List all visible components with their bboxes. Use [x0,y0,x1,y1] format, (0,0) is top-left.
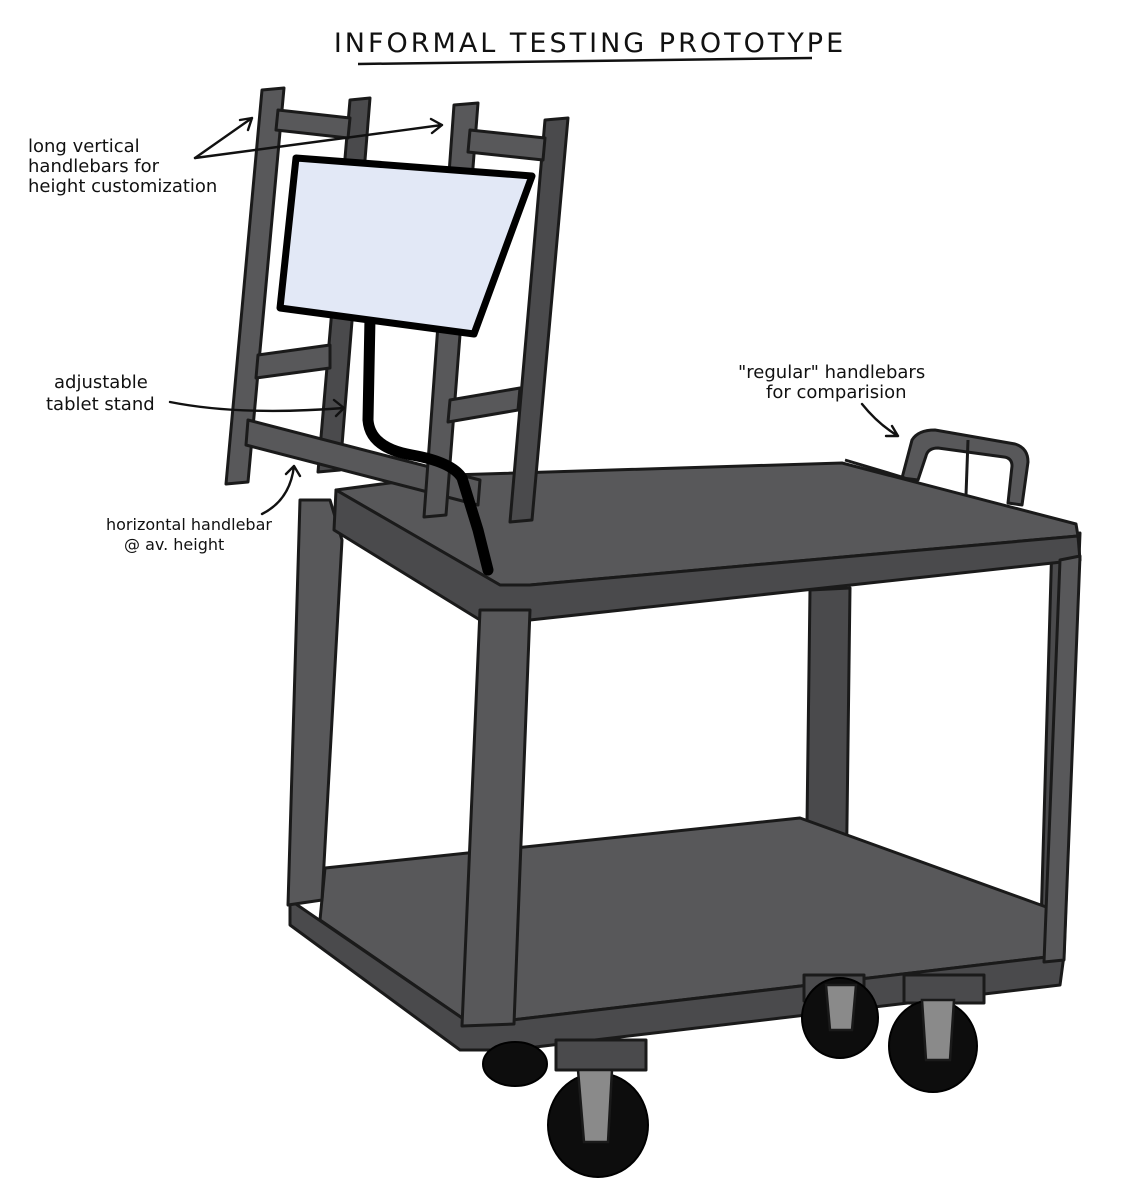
annotation-line: for comparision [766,382,907,403]
annotation-line: @ av. height [124,535,224,554]
annotation-line: long vertical [28,136,140,157]
annotation-line: "regular" handlebars [738,362,925,383]
rear-mid-caster [801,973,879,1059]
right-top-rung [466,128,547,162]
arrow-icon [193,117,444,160]
left-front-rail [224,86,286,486]
rear-right-caster [888,973,986,1093]
tablet-screen [276,154,536,338]
caster-bracket [824,983,858,1032]
caster-bracket [576,1068,614,1144]
wheel-icon [482,1041,548,1087]
left-top-rung [274,108,352,140]
annotation-regular-handlebars: "regular" handlebars for comparision [738,362,931,438]
arrow-icon [860,402,900,438]
cart [224,86,1082,1178]
annotation-horizontal-handlebar: horizontal handlebar @ av. height [106,464,302,554]
svg-text:long vertical handlebars: long vertical handlebars for height cust… [28,136,217,197]
front-caster [547,1038,649,1178]
arrow-icon [168,398,346,418]
annotation-line: horizontal handlebar [106,515,272,534]
annotation-line: adjustable [54,372,148,393]
arrow-icon [260,464,302,516]
regular-handlebar [900,428,1030,507]
svg-text:horizontal handlebar @ a: horizontal handlebar @ av. height [106,515,277,554]
right-mid-rung [446,386,522,424]
svg-text:"regular" handlebars for: "regular" handlebars for comparision [738,362,931,403]
caster-bracket [920,998,956,1062]
left-mid-rung [254,343,332,380]
right-post [1042,554,1082,964]
tablet-stand-arm [362,312,494,576]
svg-text:adjustable tablet stand: adjustable tablet stand [46,372,155,415]
annotation-line: tablet stand [46,394,155,415]
caster-mount [554,1038,648,1072]
front-right-post [460,608,532,1028]
horizontal-handlebar [244,418,482,507]
annotation-tablet-stand: adjustable tablet stand [46,372,346,418]
arrow-icon [193,116,254,160]
front-left-post [286,498,344,907]
handlebar-base-rail [844,458,906,480]
diagram-title: INFORMAL TESTING PROTOTYPE [334,28,846,59]
right-rear-rail [508,116,570,524]
annotation-vertical-handlebars: long vertical handlebars for height cust… [28,116,444,197]
annotation-line: handlebars for [28,156,160,177]
annotation-line: height customization [28,176,217,197]
title-group: INFORMAL TESTING PROTOTYPE [334,28,846,66]
title-underline [357,56,813,66]
regular-handlebar-mid-bar [964,439,970,496]
rear-left-caster [482,1041,548,1087]
